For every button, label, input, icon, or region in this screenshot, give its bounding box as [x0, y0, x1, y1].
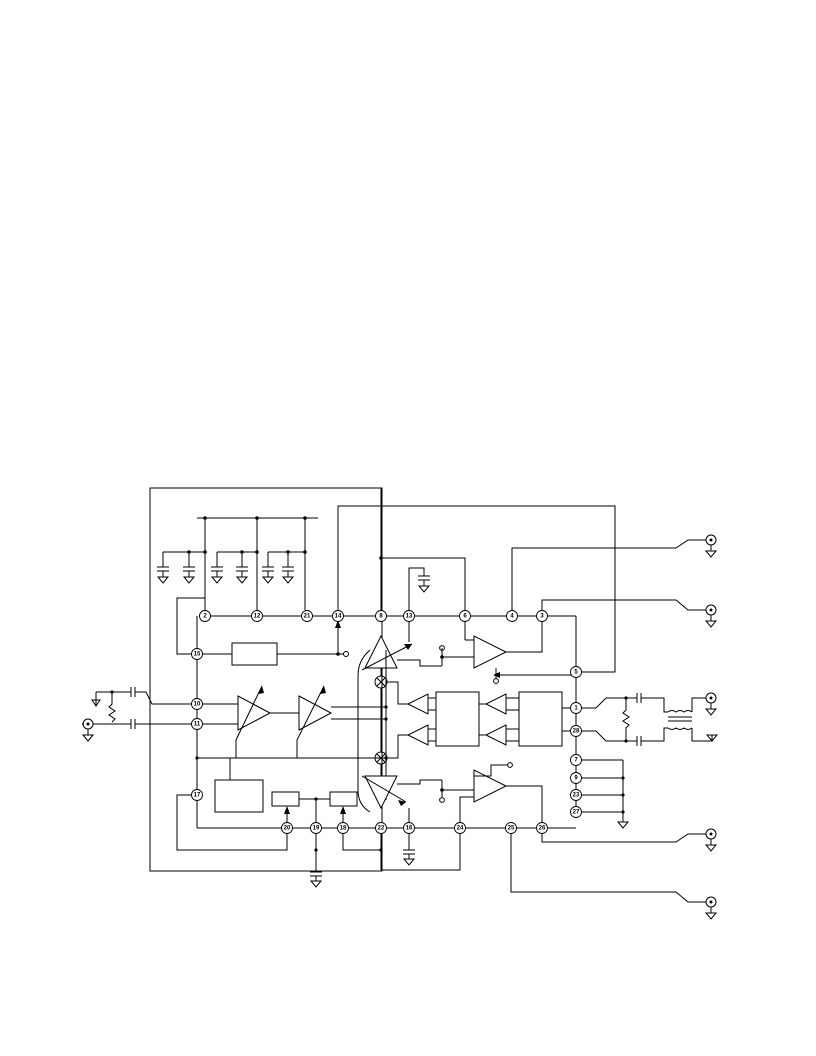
pin-label: 27 [573, 810, 580, 816]
pin-label: 28 [573, 729, 580, 735]
pin-label: 11 [194, 722, 201, 728]
decoupling-network [163, 516, 318, 610]
pin-13: 13 [403, 610, 415, 622]
pin-label: 21 [304, 614, 311, 620]
pin-label: 10 [194, 702, 201, 708]
pin-2: 2 [199, 610, 211, 622]
output-connectors [704, 534, 718, 920]
connector-out-4 [704, 828, 718, 852]
pin-label: 9 [574, 776, 578, 782]
pin-17: 17 [191, 789, 203, 801]
pin-25: 25 [505, 822, 517, 834]
pin-18: 18 [337, 822, 349, 834]
pin-19: 19 [310, 822, 322, 834]
pin-label: 5 [574, 670, 578, 676]
pin-label: 3 [540, 614, 544, 620]
input-network [81, 687, 197, 742]
pin-27: 27 [570, 806, 582, 818]
connector-out-2 [704, 604, 718, 628]
pin-28: 28 [570, 725, 582, 737]
pin-22: 22 [375, 822, 387, 834]
pin-label: 23 [573, 793, 580, 799]
connector-out-1 [704, 534, 718, 558]
pin-label: 4 [510, 614, 514, 620]
pin-20: 20 [281, 822, 293, 834]
pin-label: 20 [284, 826, 291, 832]
pin-26: 26 [536, 822, 548, 834]
upper-amplifier-section [361, 616, 576, 684]
pin-5: 5 [570, 666, 582, 678]
top-bus [176, 488, 706, 673]
pin-14: 14 [332, 610, 344, 622]
capacitor-c3 [210, 552, 224, 584]
pin-label: 19 [313, 826, 320, 832]
pin-label: 8 [379, 614, 383, 620]
vga-chain [195, 616, 388, 828]
pin-label: 1 [574, 706, 578, 712]
pin-label: 25 [508, 826, 515, 832]
pin-1: 1 [570, 702, 582, 714]
decoupling-capacitors [156, 552, 295, 584]
pin-7: 7 [570, 754, 582, 766]
pin-label: 7 [574, 758, 578, 764]
pin-label: 6 [463, 614, 467, 620]
pin-label: 24 [457, 826, 464, 832]
pin-label: 13 [406, 614, 413, 620]
capacitor-c2 [182, 552, 196, 584]
right-network [575, 616, 719, 829]
pin-label: 17 [194, 793, 201, 799]
pin-24: 24 [454, 822, 466, 834]
capacitor-c6 [281, 552, 295, 584]
pin-label: 14 [335, 614, 342, 620]
capacitor-c5 [261, 552, 275, 584]
connector-out-3 [704, 692, 718, 716]
pin-10: 10 [191, 698, 203, 710]
pin-label: 15 [194, 652, 201, 658]
pin-11: 11 [191, 718, 203, 730]
pin-label: 2 [203, 614, 207, 620]
pin-15: 15 [191, 648, 203, 660]
pin-23: 23 [570, 789, 582, 801]
pin-3: 3 [536, 610, 548, 622]
lower-amplifier-section [361, 762, 543, 828]
pin-label: 16 [406, 826, 413, 832]
pin-21: 21 [301, 610, 313, 622]
pin-6: 6 [459, 610, 471, 622]
pin-8: 8 [375, 610, 387, 622]
pin-label: 22 [378, 826, 385, 832]
mixer-core [357, 649, 576, 813]
chip-boundary [149, 487, 383, 872]
capacitor-c1 [156, 552, 170, 584]
pin-12: 12 [251, 610, 263, 622]
pin-4: 4 [506, 610, 518, 622]
capacitor-c4 [235, 552, 249, 584]
pin-16: 16 [403, 822, 415, 834]
pin-label: 18 [340, 826, 347, 832]
pin-9: 9 [570, 772, 582, 784]
pin-label: 12 [254, 614, 261, 620]
connector-out-5 [704, 896, 718, 920]
pin-label: 26 [539, 826, 546, 832]
